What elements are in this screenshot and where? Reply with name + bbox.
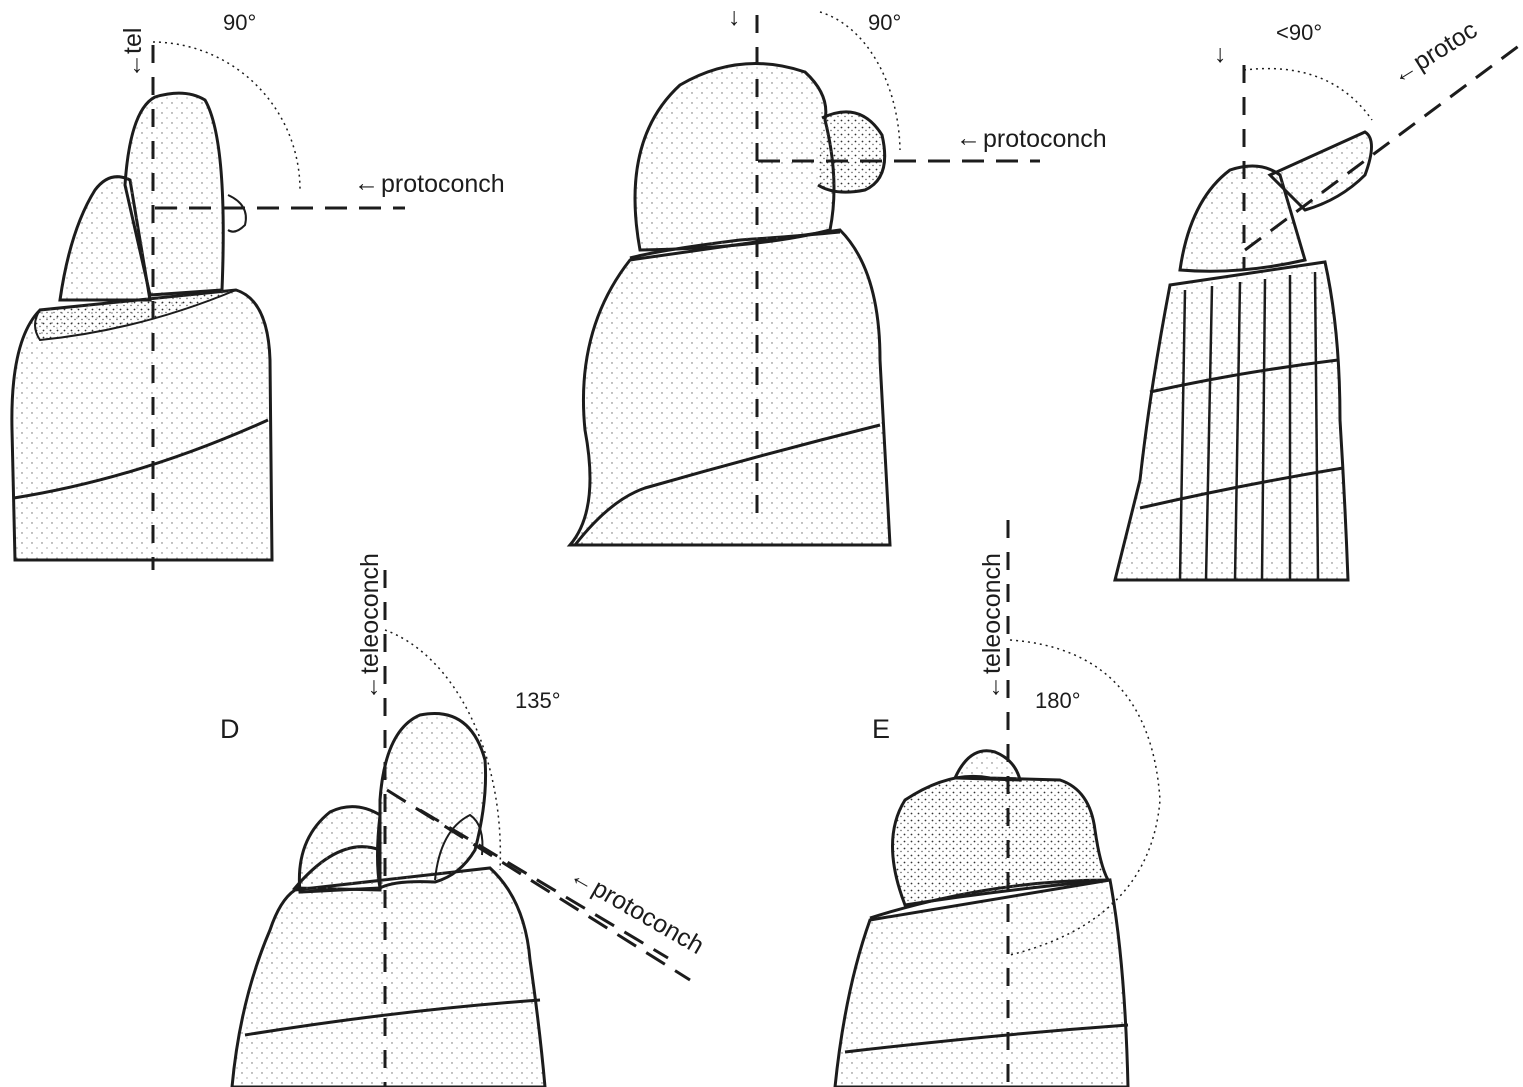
panel-d-protoconch-label: ← protoconch	[565, 861, 709, 960]
panel-b-protoconch-label: ← protoconch	[956, 124, 1107, 153]
teleoconch-label: teleoconch	[356, 553, 384, 674]
panel-e-letter: E	[872, 714, 890, 744]
protoconch-label: protoconch	[983, 125, 1107, 153]
teleoconch-label: teleoconch	[978, 553, 1006, 674]
panel-e-angle: 180°	[1035, 688, 1081, 713]
panel-d-letter: D	[220, 714, 240, 744]
panel-e-teleoconch-label: ← teleoconch	[978, 553, 1006, 700]
arrow-icon: ←	[354, 169, 379, 197]
panel-d-shell	[232, 713, 545, 1087]
panel-a-angle: 90°	[223, 10, 256, 35]
protoconch-label: protoconch	[588, 874, 709, 960]
panel-b-shell	[570, 64, 890, 545]
arrow-icon: ←	[956, 124, 981, 152]
panel-e-shell	[835, 751, 1128, 1087]
panel-a-protoconch-label: ← protoconch	[354, 169, 505, 198]
arrow-icon: ←	[356, 675, 384, 700]
panel-a-shell	[12, 93, 272, 560]
panel-b: 90° ← protoconch ↓	[570, 3, 1107, 545]
panel-b-teleoconch-arrow: ↓	[728, 3, 741, 31]
arrow-icon: ←	[978, 675, 1006, 700]
arrow-icon: ←	[119, 53, 147, 78]
panel-d: D 135° ← teleoconch ← protoconch	[220, 553, 709, 1087]
panel-c-teleoconch-arrow: ↓	[1214, 40, 1227, 68]
panel-c-protoconch-label: ← protoc	[1386, 16, 1482, 90]
teleoconch-label-truncated: tel	[119, 28, 147, 54]
panel-d-teleoconch-label: ← teleoconch	[356, 553, 384, 700]
panel-b-angle: 90°	[868, 10, 901, 35]
panel-a: 90° ← protoconch ← tel	[12, 10, 505, 570]
panel-a-teleoconch-label: ← tel	[119, 28, 147, 78]
panel-e: E 180° ← teleoconch	[835, 520, 1160, 1087]
panel-c: <90° ← protoc ↓	[1115, 16, 1520, 580]
protoconch-label: protoconch	[381, 170, 505, 198]
protoconch-label-truncated: protoc	[1408, 16, 1482, 77]
panel-c-angle: <90°	[1276, 20, 1322, 45]
panel-d-angle: 135°	[515, 688, 561, 713]
